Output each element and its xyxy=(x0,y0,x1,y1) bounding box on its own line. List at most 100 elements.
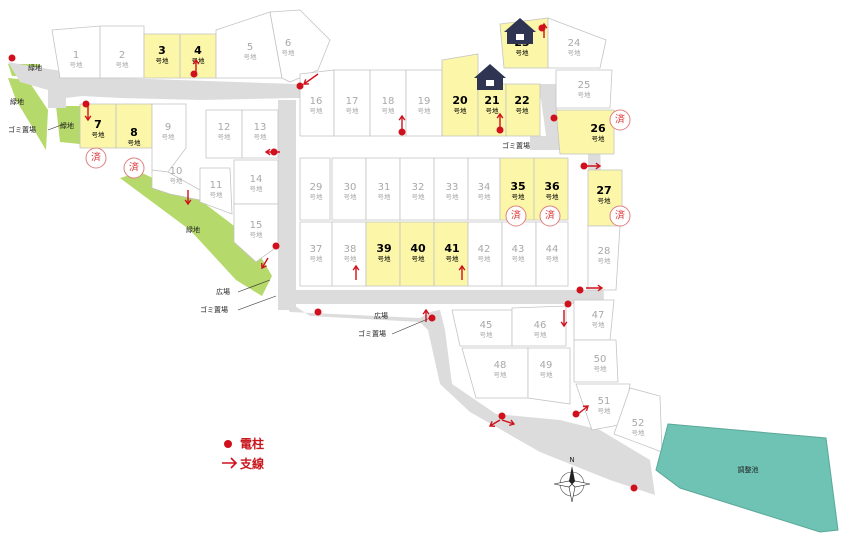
lot-8[interactable]: 8号地 xyxy=(115,103,153,149)
lot-number: 21 xyxy=(484,94,499,107)
guy-wire-icon xyxy=(84,106,92,122)
lot-suffix: 号地 xyxy=(512,192,526,201)
lot-suffix: 号地 xyxy=(92,130,106,139)
lot-number: 52 xyxy=(632,418,645,429)
guy-wire-icon xyxy=(422,308,430,322)
lot-number: 26 xyxy=(590,122,606,135)
guy-wire-icon xyxy=(501,419,516,427)
lot-number: 30 xyxy=(344,182,357,193)
lot-suffix: 号地 xyxy=(378,254,392,263)
lot-suffix: 号地 xyxy=(116,60,130,69)
utility-pole-icon xyxy=(398,128,406,136)
lot-number: 18 xyxy=(382,96,395,107)
lot-6[interactable]: 6号地 xyxy=(269,9,331,83)
lot-number: 37 xyxy=(310,244,323,255)
sold-badge-7: 済 xyxy=(85,147,107,169)
lot-shape xyxy=(527,347,571,405)
lot-number: 49 xyxy=(540,360,553,371)
sold-label: 済 xyxy=(91,151,101,164)
lot-suffix: 号地 xyxy=(344,192,358,201)
lot-shape xyxy=(505,83,541,137)
lot-number: 44 xyxy=(546,244,559,255)
garbage-label-a: ゴミ置場 xyxy=(8,125,36,134)
garbage-label-c: ゴミ置場 xyxy=(200,305,228,314)
lot-4[interactable]: 4号地 xyxy=(179,33,217,79)
lot-number: 15 xyxy=(250,220,263,231)
lot-suffix: 号地 xyxy=(454,106,468,115)
lot-number: 50 xyxy=(594,354,607,365)
lot-9[interactable]: 9号地 xyxy=(151,103,187,173)
lot-7[interactable]: 7号地 xyxy=(79,103,117,149)
lot-suffix: 号地 xyxy=(310,106,324,115)
sold-label: 済 xyxy=(545,209,555,222)
sold-badge-36: 済 xyxy=(539,205,561,227)
lot-number: 34 xyxy=(478,182,491,193)
lot-number: 31 xyxy=(378,182,391,193)
utility-pole-icon xyxy=(572,410,580,418)
legend-pole-label: 電柱 xyxy=(240,436,264,451)
legend: 電柱 支線 xyxy=(222,436,264,471)
callout-line-c xyxy=(237,295,277,311)
model-house-icon xyxy=(474,64,506,90)
guy-wire-icon xyxy=(584,162,602,170)
lot-suffix: 号地 xyxy=(494,370,508,379)
lot-number: 22 xyxy=(514,94,529,107)
lot-suffix: 号地 xyxy=(250,230,264,239)
lot-3[interactable]: 3号地 xyxy=(143,33,181,79)
utility-pole-icon xyxy=(498,412,506,420)
lot-number: 5 xyxy=(247,42,253,53)
guy-wires xyxy=(84,22,604,427)
lot-number: 29 xyxy=(310,182,323,193)
lot-suffix: 号地 xyxy=(578,90,592,99)
lot-suffix: 号地 xyxy=(598,406,612,415)
utility-pole-icon xyxy=(576,286,584,294)
lot-shape xyxy=(547,17,607,69)
utility-pole-icon xyxy=(272,242,280,250)
lot-suffix: 号地 xyxy=(382,106,396,115)
lot-suffix: 号地 xyxy=(310,192,324,201)
lot-number: 45 xyxy=(480,320,493,331)
lot-suffix: 号地 xyxy=(512,254,526,263)
lot-2[interactable]: 2号地 xyxy=(99,25,145,79)
lot-1[interactable]: 1号地 xyxy=(51,25,101,79)
